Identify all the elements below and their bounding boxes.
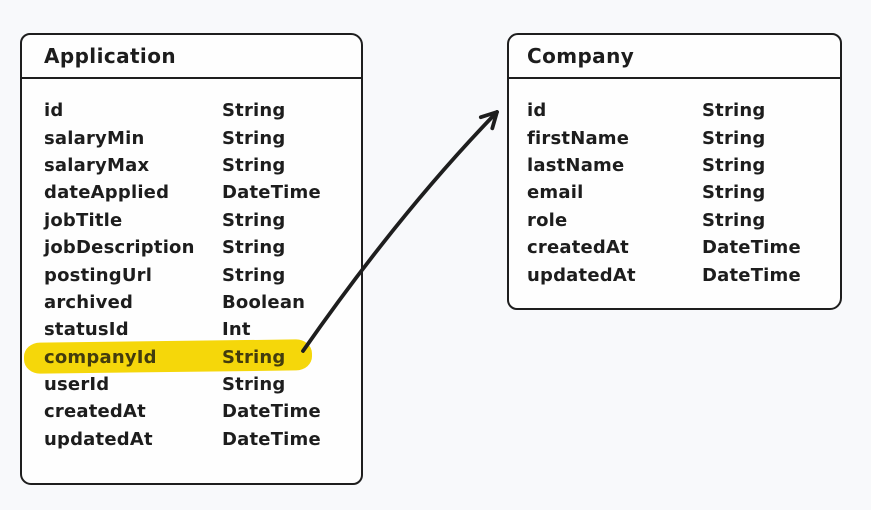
- field-type: String: [702, 154, 766, 176]
- field-type: DateTime: [222, 182, 321, 204]
- field-name: salaryMax: [44, 154, 150, 176]
- field-type: String: [702, 209, 766, 231]
- field-name: email: [527, 182, 584, 204]
- field-row-firstName: firstName String: [509, 124, 840, 151]
- field-row-createdAt: createdAt DateTime: [22, 398, 361, 425]
- field-row-jobTitle: jobTitle String: [22, 207, 361, 234]
- field-row-statusId: statusId Int: [22, 316, 361, 343]
- field-type: DateTime: [222, 428, 321, 450]
- table-header: Application: [22, 35, 361, 79]
- table-title: Application: [44, 44, 176, 68]
- field-row-dateApplied: dateApplied DateTime: [22, 179, 361, 206]
- table-title: Company: [527, 44, 635, 68]
- field-row-id: id String: [509, 97, 840, 124]
- field-type: String: [222, 209, 286, 231]
- field-type: String: [222, 100, 286, 122]
- field-row-createdAt: createdAt DateTime: [509, 234, 840, 261]
- field-name: createdAt: [527, 237, 629, 259]
- field-type: String: [222, 264, 286, 286]
- field-row-jobDescription: jobDescription String: [22, 234, 361, 261]
- field-row-updatedAt: updatedAt DateTime: [22, 426, 361, 453]
- field-name: statusId: [44, 319, 129, 341]
- field-name: dateApplied: [44, 182, 170, 204]
- field-name: firstName: [527, 127, 630, 149]
- field-row-lastName: lastName String: [509, 152, 840, 179]
- table-header: Company: [509, 35, 840, 79]
- field-name: salaryMin: [44, 127, 145, 149]
- field-type: String: [222, 154, 286, 176]
- field-type: String: [222, 346, 286, 368]
- arrow-head-icon: [478, 110, 499, 131]
- field-row-role: role String: [509, 207, 840, 234]
- field-row-updatedAt: updatedAt DateTime: [509, 261, 840, 288]
- arrow-shaft: [301, 110, 499, 353]
- field-name: id: [44, 100, 64, 122]
- field-name: updatedAt: [44, 428, 153, 450]
- field-type: String: [702, 182, 766, 204]
- field-name: companyId: [44, 346, 157, 368]
- field-name: id: [527, 100, 547, 122]
- field-name: updatedAt: [527, 264, 636, 286]
- field-type: String: [702, 100, 766, 122]
- field-type: DateTime: [702, 237, 801, 259]
- field-name: jobTitle: [44, 209, 123, 231]
- field-type: String: [222, 374, 286, 396]
- field-type: DateTime: [702, 264, 801, 286]
- field-row-salaryMax: salaryMax String: [22, 152, 361, 179]
- field-name: jobDescription: [44, 237, 195, 259]
- field-type: String: [222, 127, 286, 149]
- field-name: lastName: [527, 154, 625, 176]
- field-name: createdAt: [44, 401, 146, 423]
- field-type: String: [222, 237, 286, 259]
- field-type: String: [702, 127, 766, 149]
- field-row-id: id String: [22, 97, 361, 124]
- field-type: DateTime: [222, 401, 321, 423]
- field-name: role: [527, 209, 568, 231]
- field-name: postingUrl: [44, 264, 153, 286]
- field-type: Boolean: [222, 291, 306, 313]
- field-row-archived: archived Boolean: [22, 289, 361, 316]
- field-row-email: email String: [509, 179, 840, 206]
- field-type: Int: [222, 319, 251, 341]
- field-row-companyId: companyId String: [22, 339, 361, 374]
- field-row-postingUrl: postingUrl String: [22, 261, 361, 288]
- field-name: userId: [44, 374, 110, 396]
- field-row-salaryMin: salaryMin String: [22, 124, 361, 151]
- field-name: archived: [44, 291, 134, 313]
- field-row-userId: userId String: [22, 371, 361, 398]
